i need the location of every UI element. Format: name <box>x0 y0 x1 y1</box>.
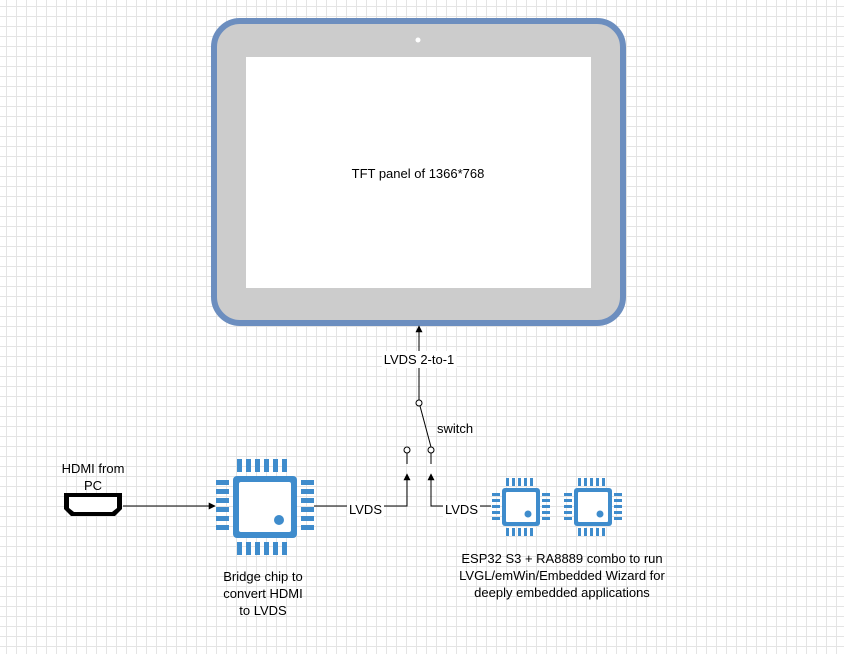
tablet-camera-icon <box>415 37 421 43</box>
bridge-label-line-3: to LVDS <box>239 603 287 618</box>
switch-label: switch <box>437 421 474 436</box>
lvds-switch-label: LVDS 2-to-1 <box>381 351 457 368</box>
bridge-chip-icon[interactable] <box>216 459 314 555</box>
lvds-left-label: LVDS <box>347 501 384 518</box>
hdmi-label-line-1: HDMI from <box>61 461 125 476</box>
bridge-label-line-1: Bridge chip to <box>223 569 303 584</box>
esp-label-line-3: deeply embedded applications <box>474 585 650 600</box>
bridge-to-switch-connector <box>314 473 411 507</box>
bridge-label-line-2: convert HDMI <box>223 586 303 601</box>
esp-label: ESP32 S3 + RA8889 combo to run LVGL/emWi… <box>432 550 692 601</box>
lvds-right-label: LVDS <box>443 501 480 518</box>
bridge-label: Bridge chip to convert HDMI to LVDS <box>203 568 323 619</box>
esp-label-line-2: LVGL/emWin/Embedded Wizard for <box>459 568 665 583</box>
esp-label-line-1: ESP32 S3 + RA8889 combo to run <box>461 551 663 566</box>
esp32-chip-icon[interactable] <box>492 478 550 536</box>
panel-label: TFT panel of 1366*768 <box>351 166 485 181</box>
tablet-shape[interactable] <box>211 18 626 326</box>
hdmi-connector-icon[interactable] <box>64 493 122 516</box>
hdmi-label: HDMI from PC <box>48 460 138 494</box>
switch-symbol[interactable] <box>403 399 435 464</box>
ra8889-chip-icon[interactable] <box>564 478 622 536</box>
tablet-screen <box>246 57 591 288</box>
hdmi-label-line-2: PC <box>83 478 103 493</box>
